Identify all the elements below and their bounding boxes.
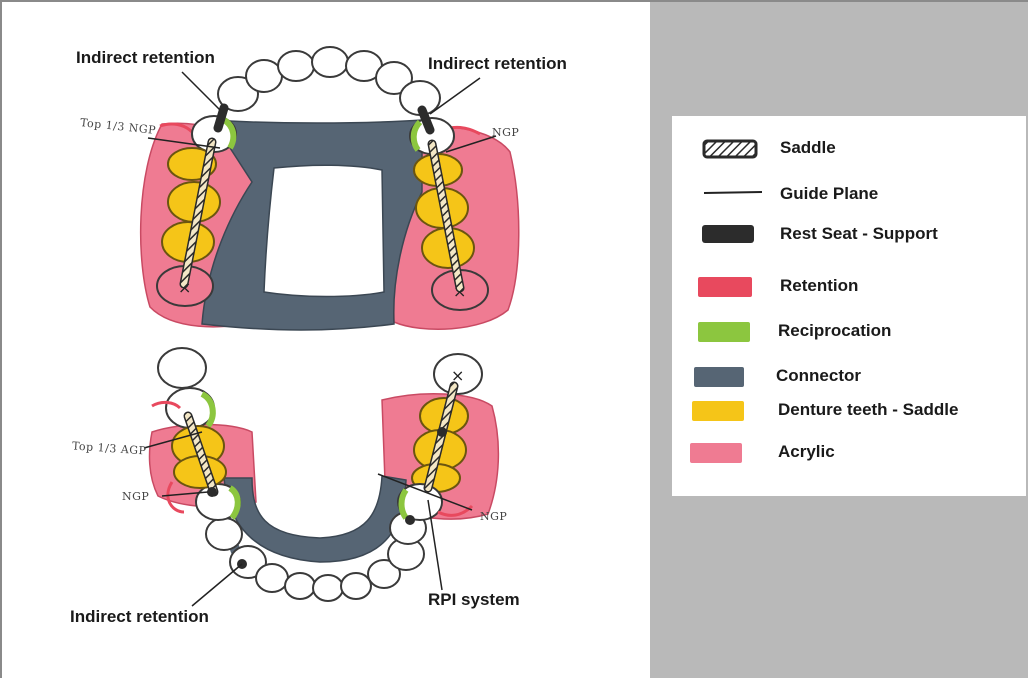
callout-rpi-system: RPI system bbox=[428, 590, 520, 609]
legend-item-denture-teeth: Denture teeth - Saddle bbox=[672, 396, 1026, 426]
legend-label-rest-seat: Rest Seat - Support bbox=[780, 224, 938, 243]
legend-item-acrylic: Acrylic bbox=[672, 438, 1026, 468]
connector-swatch bbox=[694, 367, 744, 387]
upper-left-denture-teeth bbox=[161, 147, 221, 263]
palatal-opening bbox=[263, 164, 385, 298]
dental-diagram: × × bbox=[2, 2, 650, 678]
lower-arch: × bbox=[143, 347, 500, 607]
legend-item-retention: Retention bbox=[672, 272, 1026, 302]
legend-label-denture-teeth: Denture teeth - Saddle bbox=[778, 400, 959, 419]
rest-seat-swatch bbox=[702, 225, 754, 243]
saddle-swatch bbox=[702, 139, 758, 159]
legend-label-connector: Connector bbox=[776, 366, 861, 385]
handwritten-bottom-left-ngp: NGP bbox=[122, 490, 150, 503]
legend-item-rest-seat: Rest Seat - Support bbox=[672, 220, 1026, 250]
legend-label-reciprocation: Reciprocation bbox=[778, 321, 892, 340]
callout-indirect-retention-top-left: Indirect retention bbox=[76, 48, 215, 67]
legend-item-connector: Connector bbox=[672, 362, 1026, 392]
callout-indirect-retention-bottom: Indirect retention bbox=[70, 607, 209, 626]
legend-item-reciprocation: Reciprocation bbox=[672, 317, 1026, 347]
handwritten-top-right: NGP bbox=[492, 126, 520, 139]
upper-anterior-teeth bbox=[217, 46, 441, 116]
legend-item-guide-plane: Guide Plane bbox=[672, 180, 1026, 210]
retention-swatch bbox=[698, 277, 752, 297]
callout-indirect-retention-top-right: Indirect retention bbox=[428, 54, 567, 73]
reciprocation-swatch bbox=[698, 322, 750, 342]
denture-illustration: × × bbox=[139, 46, 520, 607]
legend-panel: Saddle Guide Plane Rest Seat - Support R… bbox=[672, 116, 1026, 496]
denture-teeth-swatch bbox=[692, 401, 744, 421]
window-border-left bbox=[0, 0, 2, 678]
handwritten-bottom-right-ngp: NGP bbox=[480, 510, 508, 523]
svg-text:×: × bbox=[451, 366, 464, 385]
guide-plane-swatch bbox=[703, 191, 763, 194]
legend-label-saddle: Saddle bbox=[780, 138, 836, 157]
acrylic-swatch bbox=[690, 443, 742, 463]
window-border-top bbox=[0, 0, 1028, 2]
lower-anterior-teeth bbox=[205, 511, 427, 602]
legend-label-retention: Retention bbox=[780, 276, 859, 295]
legend-label-guide-plane: Guide Plane bbox=[780, 184, 879, 203]
legend-item-saddle: Saddle bbox=[672, 134, 1026, 164]
upper-arch: × × bbox=[139, 46, 520, 331]
lower-connector bbox=[223, 475, 407, 563]
legend-label-acrylic: Acrylic bbox=[778, 442, 835, 461]
